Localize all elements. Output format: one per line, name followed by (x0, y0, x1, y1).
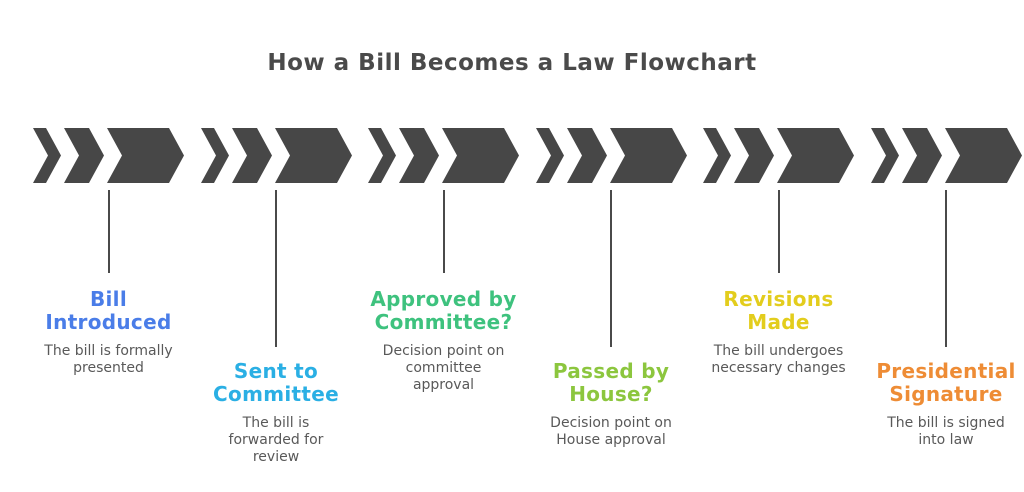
connector-line (442, 190, 445, 273)
chevron-arrow-icon (870, 128, 1022, 183)
chevron-arrow-icon (535, 128, 687, 183)
chevron-arrow-icon (368, 128, 519, 183)
connector-line (275, 190, 277, 347)
chevron-arrow-icon (703, 128, 854, 183)
connector-line (107, 190, 110, 273)
page-title: How a Bill Becomes a Law Flowchart (267, 50, 757, 76)
connector-line (777, 190, 780, 273)
chevron-arrow-icon (33, 128, 184, 183)
chevron-arrow-icon (200, 128, 352, 183)
connector-line (610, 190, 612, 347)
connector-line (945, 190, 947, 347)
